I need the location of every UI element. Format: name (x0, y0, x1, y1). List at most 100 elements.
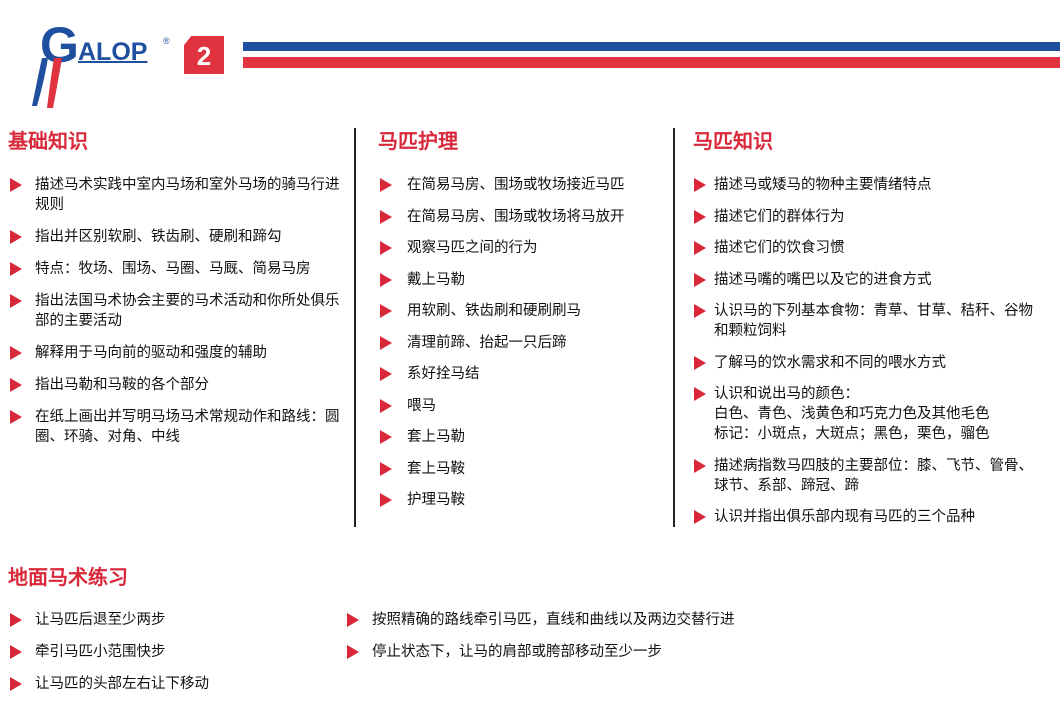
list-item: 描述它们的群体行为 (693, 207, 1038, 227)
list-item: 停止状态下，让马的肩部或胯部移动至少一步 (345, 642, 1045, 662)
arrow-bullet-icon (380, 209, 392, 224)
arrow-bullet-icon (694, 178, 706, 192)
list-item: 认识和说出马的颜色： 白色、青色、浅黄色和巧克力色及其他毛色标记：小斑点，大斑点；… (693, 384, 1038, 444)
list-item: 让马匹的头部左右让下移动 (8, 674, 328, 694)
list-item-text: 系好拴马结 (407, 366, 480, 382)
list-item: 牵引马匹小范围快步 (8, 642, 328, 662)
section-title-knowledge: 马匹知识 (693, 129, 773, 153)
list-item: 按照精确的路线牵引马匹，直线和曲线以及两边交替行进 (345, 610, 1045, 630)
section-title-care: 马匹护理 (378, 129, 458, 153)
list-item-text: 描述它们的饮食习惯 (714, 240, 845, 256)
list-item-text: 了解马的饮水需求和不同的喂水方式 (714, 354, 946, 371)
column-divider (673, 128, 675, 527)
arrow-bullet-icon (694, 304, 706, 318)
list-item: 了解马的饮水需求和不同的喂水方式 (693, 353, 1038, 373)
list-item-text: 解释用于马向前的驱动和强度的辅助 (35, 345, 267, 361)
logo-swoosh-icon (32, 58, 62, 108)
arrow-bullet-icon (380, 304, 392, 318)
color-line: 白色、青色、浅黄色和巧克力色及其他毛色 (714, 406, 990, 422)
arrow-bullet-icon (380, 398, 392, 413)
arrow-bullet-icon (380, 335, 392, 350)
list-item: 喂马 (378, 396, 668, 416)
list-item-text: 指出马勒和马鞍的各个部分 (35, 377, 209, 393)
header: G ALOP ® 2 (0, 0, 1060, 110)
list-item-text: 护理马鞍 (407, 492, 465, 508)
list-item: 解释用于马向前的驱动和强度的辅助 (8, 343, 343, 363)
arrow-bullet-icon (380, 367, 392, 381)
arrow-bullet-icon (10, 613, 22, 627)
knowledge-list: 描述马或矮马的物种主要情绪特点 描述它们的群体行为 描述它们的饮食习惯 描述马嘴… (693, 175, 1038, 539)
list-item-text: 喂马 (407, 397, 436, 414)
basics-list: 描述马术实践中室内马场和室外马场的骑马行进规则 指出并区别软刷、铁齿刷、硬刷和蹄… (8, 175, 343, 459)
arrow-bullet-icon (694, 355, 706, 370)
list-item-text: 描述马术实践中室内马场和室外马场的骑马行进规则 (35, 177, 340, 213)
arrow-bullet-icon (347, 645, 359, 659)
list-item: 套上马勒 (378, 427, 668, 447)
list-item-text: 套上马鞍 (407, 460, 465, 477)
list-item-text: 让马匹后退至少两步 (35, 612, 166, 628)
list-item-text: 描述马嘴的嘴巴以及它的进食方式 (714, 271, 932, 288)
arrow-bullet-icon (380, 241, 392, 255)
list-item-text: 戴上马勒 (407, 271, 465, 288)
care-list: 在简易马房、围场或牧场接近马匹 在简易马房、围场或牧场将马放开 观察马匹之间的行… (378, 175, 668, 522)
blue-stripe (243, 42, 1060, 51)
list-item: 描述马术实践中室内马场和室外马场的骑马行进规则 (8, 175, 343, 215)
red-stripe (243, 57, 1060, 68)
list-item-text: 认识和说出马的颜色： (714, 386, 859, 402)
arrow-bullet-icon (694, 241, 706, 255)
arrow-bullet-icon (10, 230, 22, 244)
list-item: 系好拴马结 (378, 364, 668, 384)
arrow-bullet-icon (694, 387, 706, 401)
arrow-bullet-icon (10, 677, 22, 691)
list-item-text: 在简易马房、围场或牧场接近马匹 (407, 177, 625, 193)
list-item: 描述它们的饮食习惯 (693, 238, 1038, 258)
list-item-text: 在简易马房、围场或牧场将马放开 (407, 208, 625, 225)
arrow-bullet-icon (347, 613, 359, 627)
list-item-text: 在纸上画出并写明马场马术常规动作和路线：圆圈、环骑、对角、中线 (35, 409, 340, 445)
list-item-text: 描述马或矮马的物种主要情绪特点 (714, 177, 932, 193)
registered-mark: ® (163, 36, 170, 46)
list-item: 观察马匹之间的行为 (378, 238, 668, 258)
list-item: 在简易马房、围场或牧场接近马匹 (378, 175, 668, 195)
arrow-bullet-icon (10, 378, 22, 392)
logo-text: ALOP (78, 38, 148, 66)
column-divider (354, 128, 356, 527)
arrow-bullet-icon (10, 346, 22, 360)
list-item: 认识并指出俱乐部内现有马匹的三个品种 (693, 507, 1038, 527)
list-item: 描述病指数马四肢的主要部位：膝、飞节、管骨、球节、系部、蹄冠、蹄 (693, 456, 1038, 496)
list-item-text: 认识并指出俱乐部内现有马匹的三个品种 (714, 509, 975, 525)
arrow-bullet-icon (10, 178, 22, 192)
arrow-bullet-icon (694, 209, 706, 224)
list-item: 清理前蹄、抬起一只后蹄 (378, 333, 668, 353)
arrow-bullet-icon (694, 458, 706, 473)
list-item: 在纸上画出并写明马场马术常规动作和路线：圆圈、环骑、对角、中线 (8, 407, 343, 447)
list-item-text: 套上马勒 (407, 429, 465, 445)
list-item-text: 让马匹的头部左右让下移动 (35, 676, 209, 692)
arrow-bullet-icon (380, 493, 392, 507)
list-item-text: 特点：牧场、围场、马圈、马厩、简易马房 (35, 261, 311, 277)
arrow-bullet-icon (694, 510, 706, 524)
list-item: 让马匹后退至少两步 (8, 610, 328, 630)
color-line: 标记：小斑点，大斑点；黑色，栗色，骝色 (714, 426, 990, 442)
arrow-bullet-icon (380, 430, 392, 444)
list-item: 指出并区别软刷、铁齿刷、硬刷和蹄勾 (8, 227, 343, 247)
list-item: 用软刷、铁齿刷和硬刷刷马 (378, 301, 668, 321)
arrow-bullet-icon (10, 645, 22, 659)
list-item-text: 停止状态下，让马的肩部或胯部移动至少一步 (372, 644, 662, 660)
list-item-text: 指出法国马术协会主要的马术活动和你所处俱乐部的主要活动 (35, 293, 340, 329)
ground-list-right: 按照精确的路线牵引马匹，直线和曲线以及两边交替行进 停止状态下，让马的肩部或胯部… (345, 610, 1045, 674)
list-item-text: 观察马匹之间的行为 (407, 240, 538, 256)
section-title-basics: 基础知识 (8, 129, 88, 153)
list-item: 戴上马勒 (378, 270, 668, 290)
list-item: 描述马嘴的嘴巴以及它的进食方式 (693, 270, 1038, 290)
list-item: 描述马或矮马的物种主要情绪特点 (693, 175, 1038, 195)
list-item: 认识马的下列基本食物：青草、甘草、秸秆、谷物和颗粒饲料 (693, 301, 1038, 341)
list-item: 指出马勒和马鞍的各个部分 (8, 375, 343, 395)
list-item-text: 描述它们的群体行为 (714, 208, 845, 225)
arrow-bullet-icon (380, 272, 392, 287)
list-item: 在简易马房、围场或牧场将马放开 (378, 207, 668, 227)
section-title-ground: 地面马术练习 (8, 565, 128, 589)
arrow-bullet-icon (10, 410, 22, 424)
list-item: 指出法国马术协会主要的马术活动和你所处俱乐部的主要活动 (8, 291, 343, 331)
list-item-text: 用软刷、铁齿刷和硬刷刷马 (407, 303, 581, 319)
